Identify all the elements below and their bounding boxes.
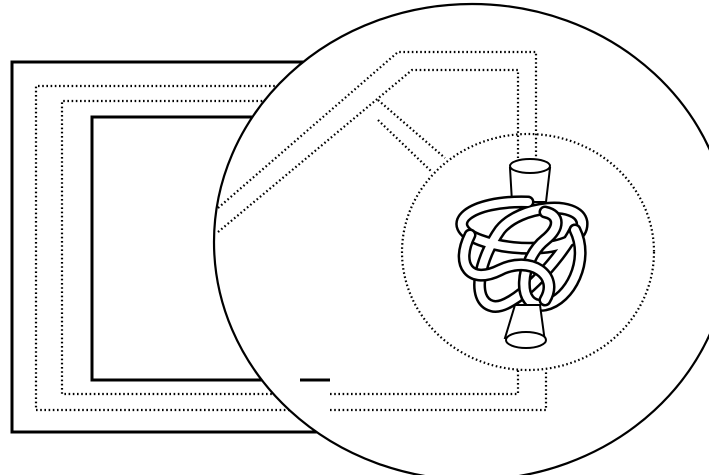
outer-frame: [10, 60, 345, 434]
inner-detail-circle: [400, 132, 656, 372]
dotted-band-lower: [217, 68, 520, 233]
knot-top-cap: [509, 158, 551, 174]
knot-strands: [455, 195, 589, 313]
dotted-bottom-track-1: [330, 372, 548, 412]
knot-bottom-cap: [505, 331, 547, 349]
frame-inner-edge: [90, 115, 300, 382]
knot-tube: [455, 158, 589, 349]
lens-content: [217, 50, 656, 412]
dotted-band-upper: [217, 50, 538, 209]
frame-outer-edge: [10, 60, 345, 434]
frame-dotted-track-1: [34, 84, 330, 412]
frame-dotted-track-2: [60, 99, 330, 396]
